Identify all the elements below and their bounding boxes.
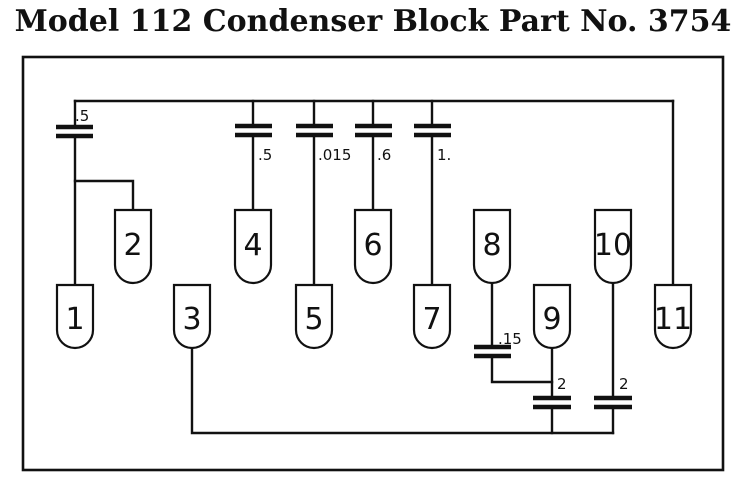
terminal-5-label: 5 (304, 302, 323, 337)
terminal-3-label: 3 (182, 302, 201, 337)
terminal-8: 8 (472, 208, 512, 285)
cap-c-value: .015 (318, 146, 351, 164)
cap-f-value: .15 (498, 330, 522, 348)
terminal-9: 9 (532, 283, 572, 350)
cap-f-lead-bottom (490, 355, 554, 384)
terminal-4-label: 4 (243, 228, 262, 263)
cap-h-value: 2 (619, 375, 629, 393)
diagram-title: Model 112 Condenser Block Part No. 3754 (14, 4, 732, 39)
terminal-11: 11 (653, 283, 693, 350)
cap-a-value: .5 (75, 107, 89, 125)
terminal-2: 2 (113, 208, 153, 285)
block-frame (21, 55, 725, 472)
terminal-10: 10 (593, 208, 633, 285)
terminal-7: 7 (412, 283, 452, 350)
terminal-1: 1 (55, 283, 95, 350)
terminal-8-label: 8 (482, 228, 501, 263)
terminal-1-label: 1 (65, 302, 84, 337)
terminal-6-label: 6 (363, 228, 382, 263)
terminal-7-label: 7 (422, 302, 441, 337)
terminal-2-wire (73, 179, 135, 212)
terminal-5: 5 (294, 283, 334, 350)
terminal-6: 6 (353, 208, 393, 285)
bottom-bus-wire (190, 343, 615, 435)
terminal-4: 4 (233, 208, 273, 285)
terminal-3: 3 (172, 283, 212, 350)
cap-g-value: 2 (557, 375, 567, 393)
cap-d-value: .6 (377, 146, 391, 164)
cap-e-value: 1. (437, 146, 451, 164)
terminal-11-label: 11 (654, 302, 692, 337)
terminal-10-label: 10 (594, 228, 632, 263)
terminal-2-label: 2 (123, 228, 142, 263)
terminal-9-label: 9 (542, 302, 561, 337)
cap-b-value: .5 (258, 146, 272, 164)
